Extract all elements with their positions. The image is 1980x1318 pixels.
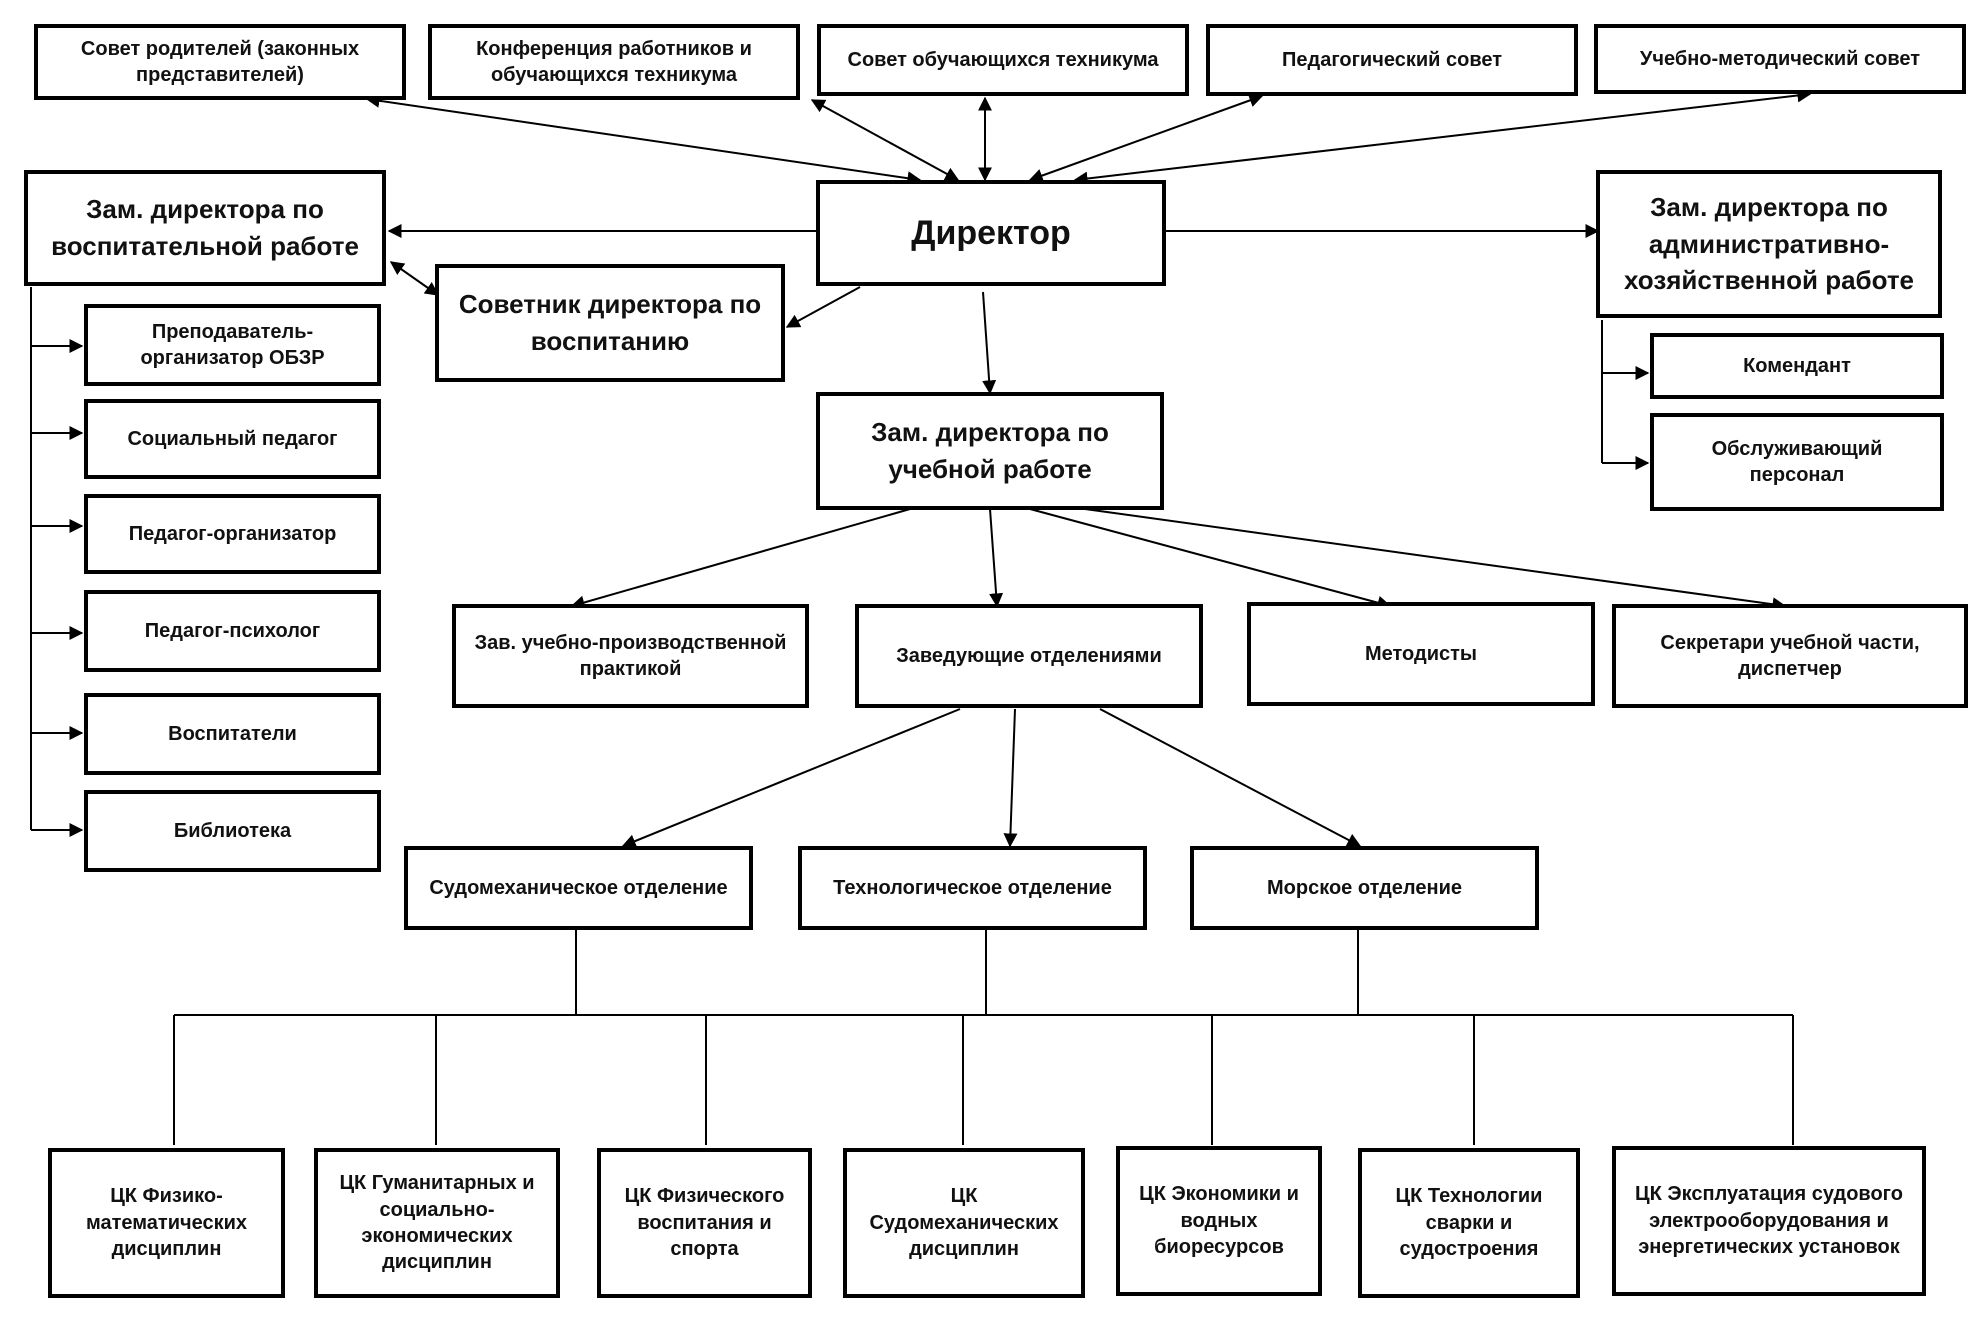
edge-director-advisor (785, 286, 861, 328)
node-label: Педагог-организатор (128, 522, 337, 545)
node-conference: Конференция работников и обучающихся тех… (428, 24, 800, 100)
node-advisor: Советник директора по воспитанию (435, 264, 785, 382)
node-technological-dept: Технологическое отделение (798, 846, 1147, 930)
node-label: Библиотека (173, 819, 292, 842)
node-label: Воспитатели (168, 722, 297, 745)
node-pedagogical-council: Педагогический совет (1206, 24, 1578, 96)
node-ck-physical-education: ЦК Физического воспитания и спорта (597, 1148, 812, 1298)
node-label: Совет обучающихся техникума (847, 48, 1159, 71)
node-commandant: Комендант (1650, 333, 1944, 399)
node-students-council: Совет обучающихся техникума (817, 24, 1189, 96)
edge-director-deputy-study (982, 291, 997, 395)
node-label: Зав. учебно-производственной практикой (474, 631, 787, 680)
edge-parents-director (365, 93, 922, 186)
node-sea-dept: Морское отделение (1190, 846, 1539, 930)
node-deputy-edu-work: Зам. директора по воспитательной работе (24, 170, 386, 286)
node-library: Библиотека (84, 790, 381, 872)
node-label: Методисты (1365, 642, 1477, 665)
node-label: Социальный педагог (127, 427, 338, 450)
node-secretaries: Секретари учебной части, диспетчер (1612, 604, 1968, 708)
node-label: ЦК Технологии сварки и судостроения (1395, 1185, 1543, 1261)
node-label: Зам. директора по административно-хозяйс… (1623, 191, 1915, 296)
node-method-council: Учебно-методический совет (1594, 24, 1966, 94)
node-pedagogue-organizer: Педагог-организатор (84, 494, 381, 574)
node-ck-physmath: ЦК Физико-математических дисциплин (48, 1148, 285, 1298)
node-parents-council: Совет родителей (законных представителей… (34, 24, 406, 100)
node-deputy-admin: Зам. директора по административно-хозяйс… (1596, 170, 1942, 318)
edge-deptheads-marine (621, 708, 961, 848)
node-ck-ship-electrical: ЦК Эксплуатация судового электрооборудов… (1612, 1146, 1926, 1296)
node-ck-welding: ЦК Технологии сварки и судостроения (1358, 1148, 1580, 1298)
node-label: Педагог-психолог (144, 619, 321, 642)
node-service-staff: Обслуживающий персонал (1650, 413, 1944, 511)
edge-study-methodists (1029, 508, 1392, 610)
node-label: Комендант (1743, 354, 1851, 377)
node-pedagogue-psychologist: Педагог-психолог (84, 590, 381, 672)
node-label: Зам. директора по воспитательной работе (51, 194, 359, 261)
node-label: Советник директора по воспитанию (458, 289, 762, 356)
edge-deputy-advisor (389, 261, 440, 296)
node-practice-head: Зав. учебно-производственной практикой (452, 604, 809, 708)
node-label: ЦК Физического воспитания и спорта (624, 1185, 785, 1261)
node-label: Секретари учебной части, диспетчер (1660, 631, 1920, 680)
node-methodists: Методисты (1247, 602, 1595, 706)
node-social-pedagogue: Социальный педагог (84, 399, 381, 479)
edge-conference-director (810, 99, 960, 181)
node-label: ЦК Судомеханических дисциплин (869, 1185, 1059, 1261)
node-label: Обслуживающий персонал (1711, 437, 1883, 486)
node-label: Преподаватель-организатор ОБЗР (140, 320, 325, 369)
node-label: Совет родителей (законных представителей… (80, 37, 360, 86)
edge-study-secretaries (1084, 508, 1787, 612)
node-label: ЦК Физико-математических дисциплин (85, 1185, 248, 1261)
edge-study-practice (570, 508, 911, 610)
edge-methodcouncil-director (1073, 88, 1812, 186)
node-label: Конференция работников и обучающихся тех… (476, 37, 752, 86)
node-label: Директор (911, 213, 1071, 252)
node-obzr-teacher: Преподаватель-организатор ОБЗР (84, 304, 381, 386)
node-label: ЦК Эксплуатация судового электрооборудов… (1635, 1183, 1903, 1259)
node-label: Зам. директора по учебной работе (871, 417, 1109, 484)
node-department-heads: Заведующие отделениями (855, 604, 1203, 708)
node-label: ЦК Гуманитарных и социально-экономически… (339, 1172, 535, 1274)
node-ck-economics: ЦК Экономики и водных биоресурсов (1116, 1146, 1322, 1296)
node-deputy-study: Зам. директора по учебной работе (816, 392, 1164, 510)
node-ck-ship-mechanical: ЦК Судомеханических дисциплин (843, 1148, 1085, 1298)
edge-deptheads-sea (1099, 708, 1362, 847)
node-label: ЦК Экономики и водных биоресурсов (1139, 1183, 1299, 1259)
node-label: Судомеханическое отделение (429, 876, 728, 899)
node-label: Заведующие отделениями (896, 644, 1162, 667)
node-educators: Воспитатели (84, 693, 381, 775)
edge-study-deptheads (989, 508, 1004, 608)
edge-pedcouncil-director (1028, 93, 1264, 183)
node-label: Морское отделение (1267, 876, 1462, 899)
edge-deptheads-tech (1003, 708, 1018, 848)
node-label: Педагогический совет (1282, 48, 1502, 71)
node-director: Директор (816, 180, 1166, 286)
node-label: Технологическое отделение (833, 876, 1112, 899)
node-marine-mechanical-dept: Судомеханическое отделение (404, 846, 753, 930)
node-label: Учебно-методический совет (1639, 47, 1921, 70)
node-ck-humanities: ЦК Гуманитарных и социально-экономически… (314, 1148, 560, 1298)
